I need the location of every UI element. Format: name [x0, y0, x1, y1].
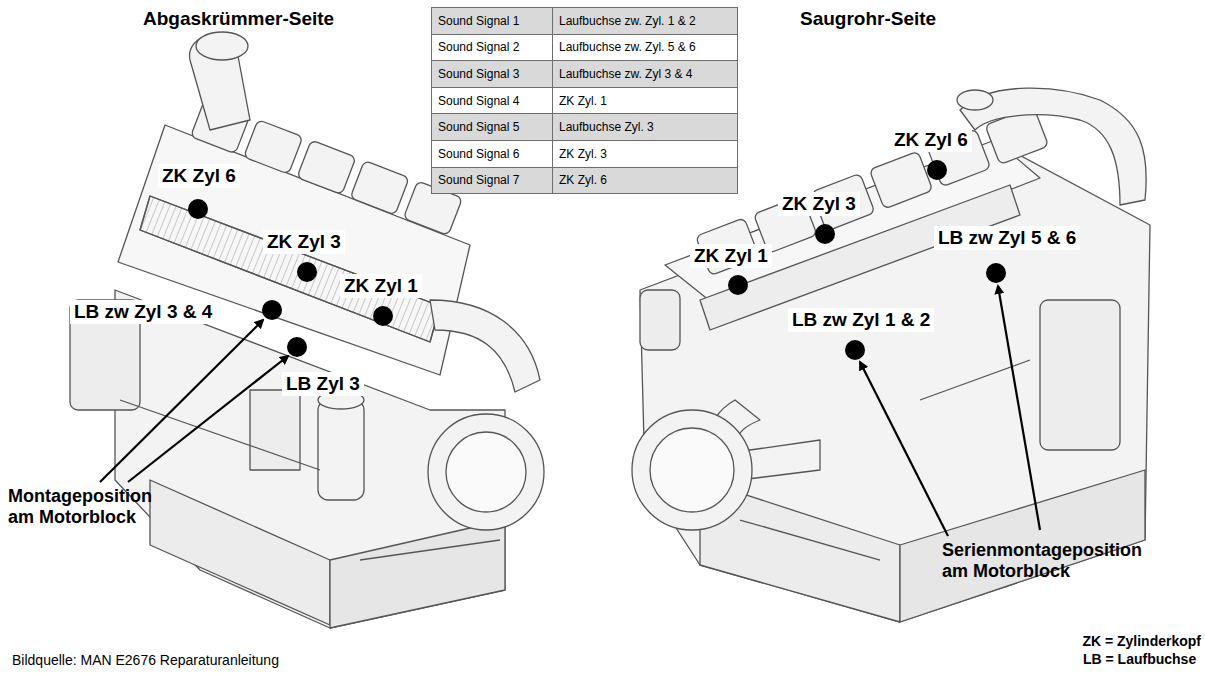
table-cell: Sound Signal 2: [431, 34, 553, 62]
image-source-caption: Bildquelle: MAN E2676 Reparaturanleitung: [12, 652, 279, 668]
view-heading: Abgaskrümmer-Seite: [143, 8, 334, 30]
table-cell: Sound Signal 7: [431, 167, 553, 195]
position-label: ZK Zyl 3: [263, 230, 345, 254]
table-cell: Sound Signal 6: [431, 140, 553, 168]
view-heading: Saugrohr-Seite: [800, 8, 936, 30]
table-cell: Laufbuchse zw. Zyl 3 & 4: [552, 60, 738, 88]
table-cell: Laufbuchse zw. Zyl. 1 & 2: [552, 7, 738, 35]
table-cell: Sound Signal 1: [431, 7, 553, 35]
position-label: ZK Zyl 6: [890, 128, 972, 152]
position-label: ZK Zyl 1: [690, 244, 772, 268]
table-cell: ZK Zyl. 1: [552, 87, 738, 115]
table-cell: ZK Zyl. 6: [552, 167, 738, 195]
position-label: ZK Zyl 1: [340, 274, 422, 298]
leader-arrows: [100, 286, 1040, 536]
table-cell: Sound Signal 5: [431, 113, 553, 141]
table-cell: Laufbuchse zw. Zyl. 5 & 6: [552, 34, 738, 62]
table-cell: ZK Zyl. 3: [552, 140, 738, 168]
position-label: LB zw Zyl 3 & 4: [70, 300, 216, 324]
sensor-dots: [188, 160, 1006, 360]
position-label: LB zw Zyl 5 & 6: [934, 226, 1080, 250]
abbreviation-note: ZK = Zylinderkopf: [1082, 633, 1201, 649]
position-label: LB Zyl 3: [282, 372, 364, 396]
mounting-note: Serienmontageposition am Motorblock: [942, 540, 1147, 581]
position-label: ZK Zyl 3: [778, 192, 860, 216]
table-cell: Laufbuchse Zyl. 3: [552, 113, 738, 141]
table-cell: Sound Signal 3: [431, 60, 553, 88]
abbreviation-note: LB = Laufbuchse: [1083, 651, 1196, 667]
position-label: LB zw Zyl 1 & 2: [788, 308, 934, 332]
position-label: ZK Zyl 6: [158, 164, 240, 188]
table-cell: Sound Signal 4: [431, 87, 553, 115]
mounting-note: Montageposition am Motorblock: [8, 486, 163, 527]
